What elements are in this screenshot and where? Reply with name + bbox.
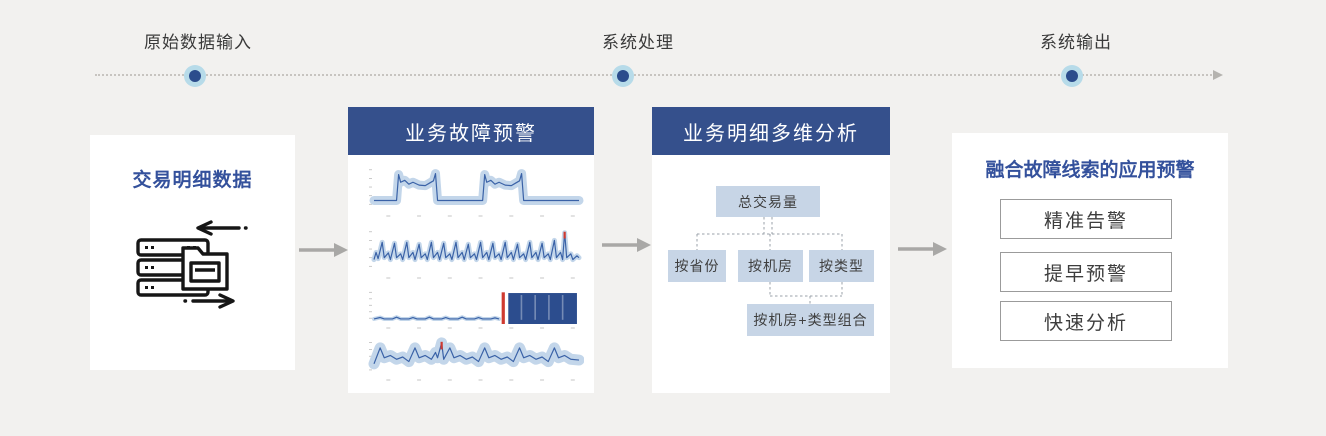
server-data-transfer-icon (135, 219, 249, 314)
tree-node-by-province: 按省份 (668, 250, 726, 282)
card-application-warning: 融合故障线索的应用预警 精准告警 提早预警 快速分析 (952, 133, 1228, 368)
timeline-stage-dot-processing (612, 65, 634, 87)
timeline-stage-label-output: 系统输出 (1040, 33, 1112, 52)
dot-icon (1066, 70, 1078, 82)
flow-arrow-2-icon (602, 238, 651, 252)
timeline-dotted-line (95, 74, 1212, 76)
card-title: 交易明细数据 (132, 170, 253, 191)
dot-icon (189, 70, 201, 82)
timeline-stage-dot-output (1061, 65, 1083, 87)
mini-chart-svg (369, 291, 577, 329)
output-box-fast-analysis: 快速分析 (1000, 301, 1172, 341)
card-fault-warning: 业务故障预警 (348, 107, 594, 393)
flow-arrow-3-icon (898, 242, 947, 256)
dot-icon (617, 70, 629, 82)
timeline-stage-label-input: 原始数据输入 (144, 33, 252, 52)
card-transaction-data: 交易明细数据 (90, 135, 295, 370)
card-header: 业务明细多维分析 (652, 107, 890, 155)
card-multidim-analysis: 业务明细多维分析 总交易量 按省份 按机房 按类型 按机房+类型组合 (652, 107, 890, 393)
mini-chart-svg (369, 169, 584, 217)
timeline-arrowhead-icon (1213, 70, 1223, 80)
monitoring-chart-thumbnails (358, 161, 585, 387)
tree-node-by-datacenter: 按机房 (738, 250, 803, 282)
mini-chart-daily-pattern (358, 161, 584, 221)
card-title: 融合故障线索的应用预警 (985, 160, 1195, 181)
mini-chart-anomaly-surge (358, 285, 584, 333)
mini-chart-svg (369, 230, 582, 279)
tree-node-combo: 按机房+类型组合 (747, 304, 874, 336)
tree-node-by-type: 按类型 (809, 250, 874, 282)
output-box-precise-alert: 精准告警 (1000, 199, 1172, 239)
timeline-stage-dot-input (184, 65, 206, 87)
timeline-stage-label-processing: 系统处理 (602, 33, 674, 52)
flow-arrow-1-icon (299, 243, 348, 257)
card-header: 业务故障预警 (348, 107, 594, 155)
mini-chart-spiky-series (358, 223, 584, 283)
mini-chart-svg (368, 337, 585, 381)
tree-node-root: 总交易量 (716, 186, 820, 217)
mini-chart-sawtooth (358, 335, 585, 385)
output-box-early-warning: 提早预警 (1000, 252, 1172, 292)
